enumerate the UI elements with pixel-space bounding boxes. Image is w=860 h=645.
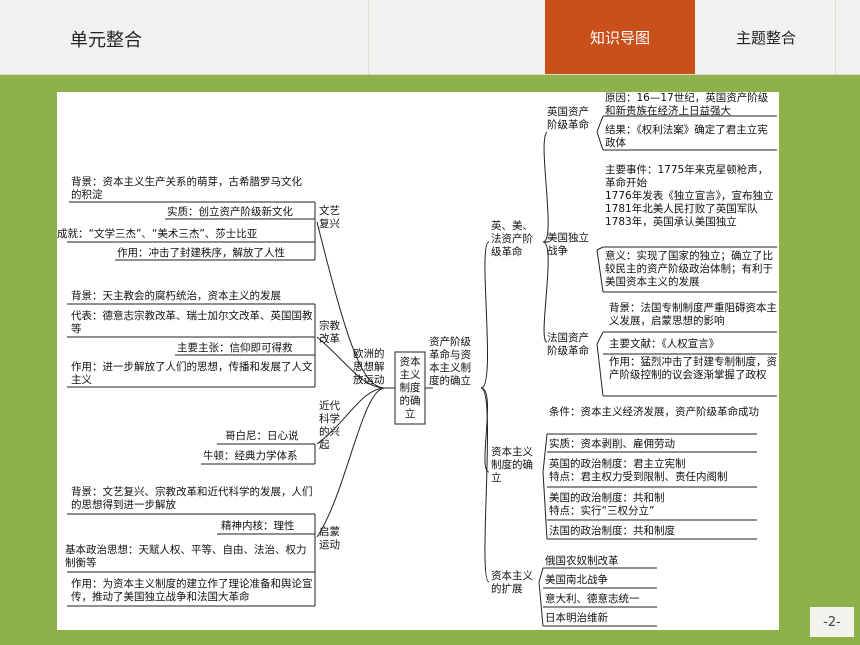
american-significance: 意义：实现了国家的独立；确立了比较民主的资产阶级政治体制；有利于美国资本主义的发… bbox=[605, 250, 773, 288]
tab-knowledge-map[interactable]: 知识导图 bbox=[545, 0, 695, 74]
american-war-node: 美国独立战争 bbox=[547, 232, 589, 257]
reformation-representatives: 代表：德意志宗教改革、瑞士加尔文改革、英国国教等 bbox=[71, 310, 313, 335]
american-events: 主要事件：1775年来克星顿枪声，革命开始 1776年发表《独立宣言》，宣布独立… bbox=[605, 164, 774, 228]
expansion-meiji: 日本明治维新 bbox=[545, 612, 608, 624]
left-root-node: 欧洲的思想解放运动 bbox=[353, 348, 385, 386]
slide-header: 单元整合 知识导图 主题整合 bbox=[0, 0, 860, 75]
center-node: 资本主义制度的确立 bbox=[399, 356, 421, 420]
enlightenment-political-thought: 基本政治思想：天赋人权、平等、自由、法治、权力制衡等 bbox=[65, 544, 307, 569]
reformation-background: 背景：天主教会的腐朽统治，资本主义的发展 bbox=[71, 290, 281, 302]
establishment-britain: 英国的政治制度：君主立宪制 特点：君主权力受到限制、责任内阁制 bbox=[549, 458, 728, 483]
expansion-us-civil-war: 美国南北战争 bbox=[545, 574, 608, 586]
french-effect: 作用：猛烈冲击了封建专制制度，资产阶级控制的议会逐渐掌握了政权 bbox=[609, 356, 777, 381]
english-cause: 原因：16—17世纪，英国资产阶级和新贵族在经济上日益强大 bbox=[605, 92, 769, 117]
establishment-essence: 实质：资本剥削、雇佣劳动 bbox=[549, 438, 675, 450]
page-number: -2- bbox=[810, 607, 854, 637]
revolutions-node: 英、美、法资产阶级革命 bbox=[491, 220, 533, 258]
renaissance-achievements: 成就：“文学三杰”、“美术三杰”、莎士比亚 bbox=[57, 228, 258, 240]
science-newton: 牛顿：经典力学体系 bbox=[203, 450, 298, 462]
science-node: 近代科学的兴起 bbox=[319, 400, 340, 451]
mind-map-lines bbox=[67, 115, 777, 627]
english-result: 结果：《权利法案》确定了君主立宪政体 bbox=[605, 124, 768, 149]
tab-topic-integration[interactable]: 主题整合 bbox=[697, 0, 835, 74]
establishment-node: 资本主义制度的确立 bbox=[491, 446, 533, 484]
french-background: 背景：法国专制制度严重阻碍资本主义发展，启蒙思想的影响 bbox=[609, 302, 777, 327]
expansion-node: 资本主义的扩展 bbox=[491, 570, 533, 595]
renaissance-effect: 作用：冲击了封建秩序，解放了人性 bbox=[117, 247, 285, 259]
reformation-node: 宗教改革 bbox=[319, 320, 340, 345]
enlightenment-background: 背景：文艺复兴、宗教改革和近代科学的发展，人们的思想得到进一步解放 bbox=[71, 486, 313, 511]
expansion-russia: 俄国农奴制改革 bbox=[545, 555, 619, 567]
tab-topic-integration-label: 主题整合 bbox=[735, 29, 796, 47]
header-divider bbox=[368, 0, 369, 74]
enlightenment-node: 启蒙运动 bbox=[319, 526, 340, 551]
renaissance-node: 文艺复兴 bbox=[319, 205, 340, 230]
renaissance-background: 背景：资本主义生产关系的萌芽，古希腊罗马文化的积淀 bbox=[71, 176, 302, 201]
expansion-unification: 意大利、德意志统一 bbox=[545, 593, 640, 605]
establishment-france: 法国的政治制度：共和制度 bbox=[549, 525, 675, 537]
science-copernicus: 哥白尼：日心说 bbox=[225, 430, 299, 442]
header-divider bbox=[835, 0, 836, 74]
right-root-node: 资产阶级革命与资本主义制度的确立 bbox=[429, 336, 471, 387]
establishment-conditions: 条件：资本主义经济发展，资产阶级革命成功 bbox=[549, 406, 759, 418]
english-revolution-node: 英国资产阶级革命 bbox=[547, 106, 589, 131]
mind-map: 资本主义制度的确立 欧洲的思想解放运动 文艺复兴 背景：资本主义生产关系的萌芽，… bbox=[57, 92, 779, 630]
reformation-claim: 主要主张：信仰即可得救 bbox=[177, 342, 293, 354]
page-title: 单元整合 bbox=[70, 30, 142, 51]
establishment-usa: 美国的政治制度：共和制 特点：实行“三权分立” bbox=[549, 492, 665, 517]
enlightenment-effect: 作用：为资本主义制度的建立作了理论准备和舆论宣传，推动了美国独立战争和法国大革命 bbox=[71, 578, 313, 603]
enlightenment-core: 精神内核：理性 bbox=[221, 520, 295, 532]
renaissance-essence: 实质：创立资产阶级新文化 bbox=[167, 206, 293, 218]
french-revolution-node: 法国资产阶级革命 bbox=[547, 332, 589, 357]
french-document: 主要文献：《人权宣言》 bbox=[609, 338, 720, 350]
reformation-effect: 作用：进一步解放了人们的思想，传播和发展了人文主义 bbox=[71, 361, 313, 386]
